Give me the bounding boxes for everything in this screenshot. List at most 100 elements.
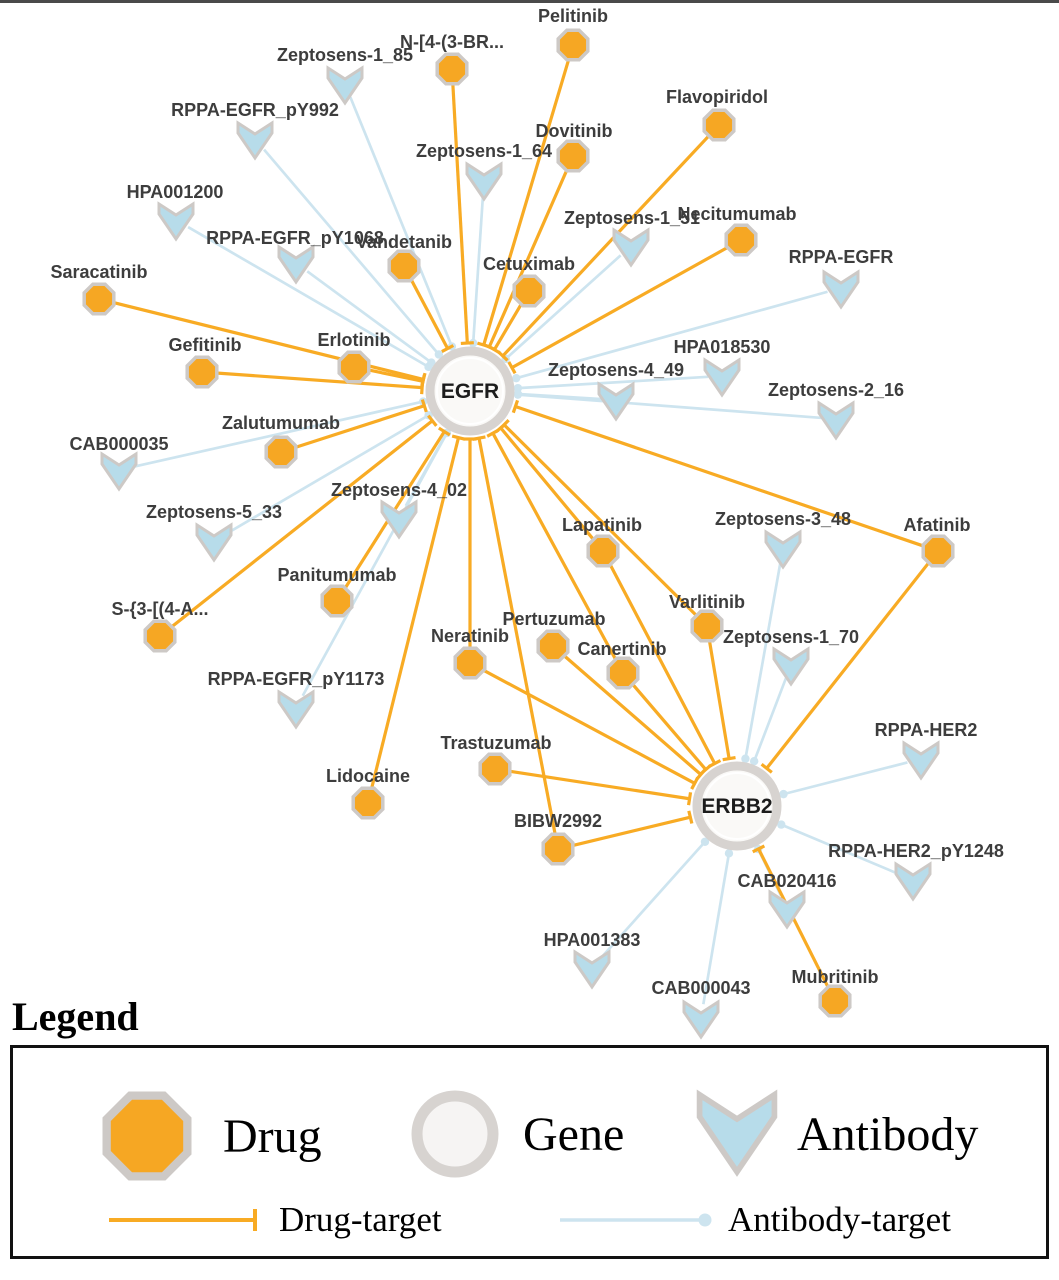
edge-neratinib-erbb2: [483, 669, 700, 790]
node-label-hpa001200: HPA001200: [127, 182, 224, 202]
edge-zeptosens-3-48-erbb2: [741, 561, 782, 763]
edge-flavopiridol-egfr: [496, 135, 710, 362]
node-label-dovitinib: Dovitinib: [536, 121, 613, 141]
node-label-rppa-egfr-py1068: RPPA-EGFR_pY1068: [206, 228, 384, 248]
node-label-cab000035: CAB000035: [69, 434, 168, 454]
node-label-rppa-egfr-py1173: RPPA-EGFR_pY1173: [208, 669, 385, 689]
node-label-saracatinib: Saracatinib: [50, 262, 147, 282]
antibody-node-icon: [696, 1089, 778, 1177]
node-label-flavopiridol: Flavopiridol: [666, 87, 768, 107]
node-label-canertinib: Canertinib: [577, 639, 666, 659]
antibody-node-hpa001383: [573, 949, 611, 990]
antibody-node-zeptosens-4-02: [380, 499, 418, 540]
node-label-zeptosens-2-16: Zeptosens-2_16: [768, 380, 904, 400]
labels-layer: EGFRERBB2PelitinibN-[4-(3-BR...Flavopiri…: [50, 6, 1003, 998]
legend-label-drug: Drug: [223, 1109, 322, 1163]
legend-item-gene: Gene: [405, 1084, 624, 1184]
drug-node-cetuximab: [512, 274, 546, 308]
legend-label-antibody: Antibody: [797, 1107, 979, 1161]
antibody-target-edge-icon: [560, 1213, 712, 1227]
drug-node-pelitinib: [556, 28, 590, 62]
node-label-zalutumumab: Zalutumumab: [222, 413, 340, 433]
node-label-zeptosens-3-48: Zeptosens-3_48: [715, 509, 851, 529]
node-label-rppa-her2-py1248: RPPA-HER2_pY1248: [828, 841, 1004, 861]
drug-node-zalutumumab: [264, 435, 298, 469]
antibody-node-rppa-her2-py1248: [894, 861, 932, 902]
drug-node-trastuzumab: [478, 752, 512, 786]
node-label-lapatinib: Lapatinib: [562, 515, 642, 535]
legend-box: Drug Gene Antibody Drug-target: [10, 1045, 1049, 1259]
edge-trastuzumab-erbb2: [510, 769, 693, 806]
antibody-node-cab000035: [100, 451, 138, 492]
antibody-node-zeptosens-3-48: [764, 529, 802, 570]
edge-zeptosens-2-16-egfr: [513, 390, 823, 420]
legend-label-antibody-target: Antibody-target: [728, 1200, 951, 1239]
edge-hpa001383-erbb2: [600, 837, 710, 959]
drug-node-s3-4-a: [143, 619, 177, 653]
antibody-node-zeptosens-2-16: [817, 400, 855, 441]
node-label-hpa018530: HPA018530: [674, 337, 771, 357]
edge-varlitinib-egfr: [498, 419, 697, 616]
antibody-node-cab000043: [682, 999, 720, 1040]
node-label-rppa-egfr-py992: RPPA-EGFR_pY992: [171, 100, 339, 120]
node-label-cetuximab: Cetuximab: [483, 254, 575, 274]
edge-rppa-egfr-py992-egfr: [263, 148, 444, 359]
node-label-afatinib: Afatinib: [904, 515, 971, 535]
edge-panitumumab-egfr: [344, 426, 451, 589]
drug-node-bibw2992: [541, 832, 575, 866]
antibody-node-cab020416: [768, 889, 806, 930]
antibody-node-zeptosens-1-51: [612, 227, 650, 268]
edge-rppa-egfr-egfr: [512, 290, 828, 383]
node-label-zeptosens-1-51: Zeptosens-1_51: [564, 208, 700, 228]
edge-zeptosens-1-64-egfr: [468, 193, 485, 348]
edge-bibw2992-egfr: [472, 435, 557, 834]
node-label-pelitinib: Pelitinib: [538, 6, 608, 26]
node-label-mubritinib: Mubritinib: [792, 967, 879, 987]
node-label-zeptosens-1-85: Zeptosens-1_85: [277, 45, 413, 65]
node-label-varlitinib: Varlitinib: [669, 592, 745, 612]
antibody-node-zeptosens-1-64: [465, 161, 503, 202]
edge-afatinib-egfr: [511, 399, 924, 548]
node-label-pertuzumab: Pertuzumab: [502, 609, 605, 629]
legend-title: Legend: [12, 994, 139, 1039]
drug-node-saracatinib: [82, 282, 116, 316]
node-label-gefitinib: Gefitinib: [169, 335, 242, 355]
drug-node-panitumumab: [320, 584, 354, 618]
edge-rppa-her2-erbb2: [779, 761, 908, 799]
legend-item-drug-target: Drug-target: [105, 1200, 442, 1240]
drug-node-neratinib: [453, 646, 487, 680]
node-label-bibw2992: BIBW2992: [514, 811, 602, 831]
antibody-node-zeptosens-1-70: [772, 646, 810, 687]
node-label-panitumumab: Panitumumab: [277, 565, 396, 585]
edge-s3-4-a-egfr: [171, 414, 438, 628]
drug-node-lapatinib: [586, 534, 620, 568]
edges-layer: [114, 59, 930, 1005]
antibody-node-hpa018530: [703, 357, 741, 398]
edge-neratinib-egfr: [463, 437, 477, 647]
antibody-node-rppa-egfr-py992: [236, 120, 274, 161]
drug-node-dovitinib: [556, 139, 590, 173]
drug-node-n4-3-br: [435, 52, 469, 86]
node-label-zeptosens-5-33: Zeptosens-5_33: [146, 502, 282, 522]
drug-node-afatinib: [921, 534, 955, 568]
node-label-vandetanib: Vandetanib: [356, 232, 452, 252]
edge-necitumumab-egfr: [507, 246, 728, 375]
antibody-node-hpa001200: [157, 201, 195, 242]
node-label-erbb2: ERBB2: [701, 795, 772, 818]
edge-canertinib-erbb2: [632, 684, 712, 776]
drug-node-mubritinib: [818, 984, 852, 1018]
drug-node-necitumumab: [724, 223, 758, 257]
edge-vandetanib-egfr: [410, 279, 455, 354]
node-label-zeptosens-4-49: Zeptosens-4_49: [548, 360, 684, 380]
drug-target-edge-icon: [109, 1209, 257, 1231]
edge-hpa018530-egfr: [513, 375, 709, 393]
edge-n4-3-br-egfr: [451, 84, 474, 346]
top-border: [0, 0, 1059, 3]
node-label-egfr: EGFR: [441, 380, 499, 403]
edge-cab000043-erbb2: [702, 849, 734, 1005]
drug-node-canertinib: [606, 656, 640, 690]
node-label-erlotinib: Erlotinib: [318, 330, 391, 350]
node-label-rppa-egfr: RPPA-EGFR: [789, 247, 894, 267]
node-label-cab020416: CAB020416: [737, 871, 836, 891]
gene-node-egfr: [425, 346, 515, 436]
